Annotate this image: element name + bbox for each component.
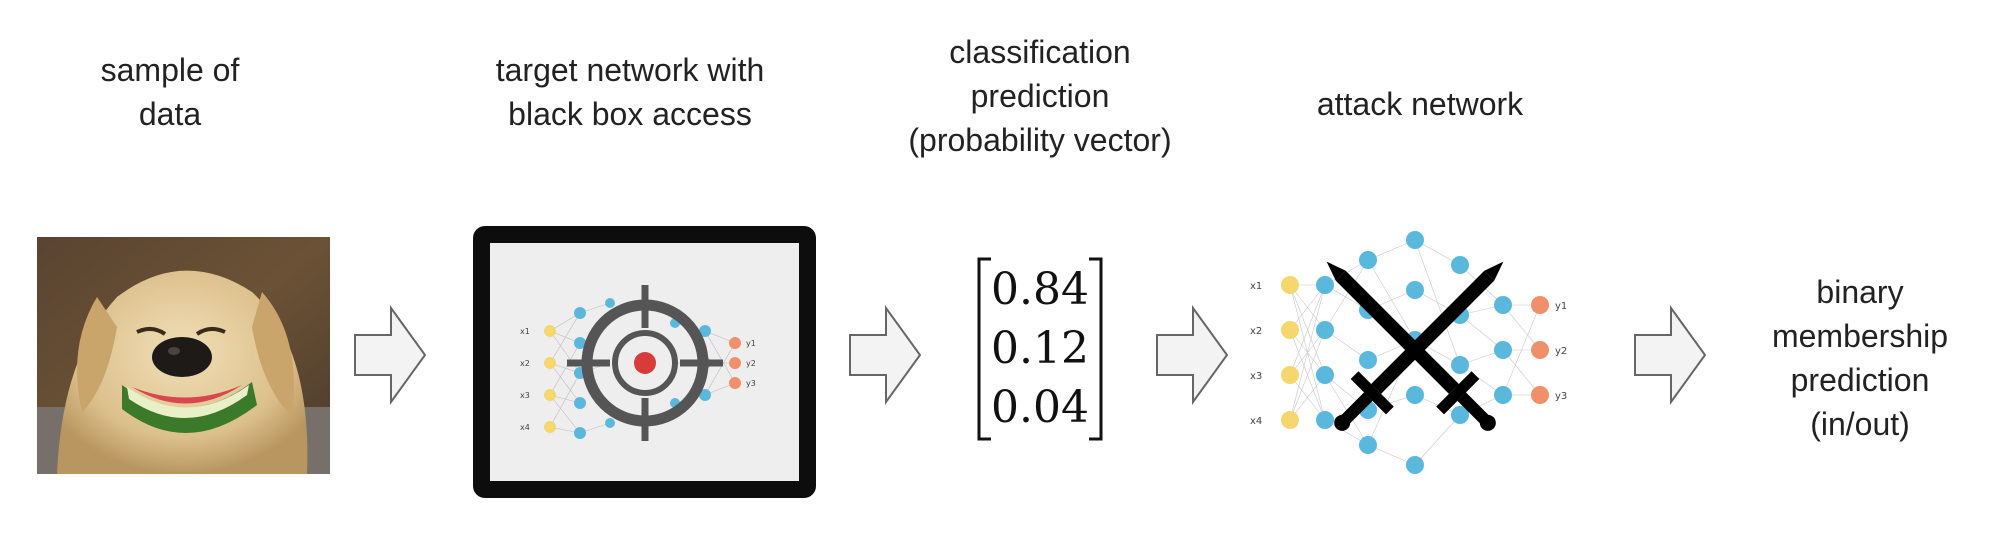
- net-input-label: x4: [520, 423, 530, 432]
- crosshair-icon: [567, 285, 723, 441]
- label-line: data: [138, 96, 202, 132]
- label-sample-of-data: sample of data: [60, 48, 280, 136]
- label-binary-membership-prediction: binary membership prediction (in/out): [1735, 270, 1985, 446]
- label-line: binary: [1816, 274, 1904, 310]
- net-output-label: y2: [746, 359, 756, 368]
- dog-photo: [37, 237, 330, 474]
- label-line: prediction: [1790, 362, 1930, 398]
- attack-output-label: y1: [1555, 301, 1567, 312]
- arrow-right-icon: [354, 305, 427, 405]
- label-line: black box access: [508, 96, 752, 132]
- probability-vector: 0.84 0.12 0.04: [975, 256, 1105, 442]
- label-line: sample of: [100, 52, 240, 88]
- net-input-label: x2: [520, 359, 530, 368]
- probability-value: 0.84: [991, 264, 1089, 315]
- label-line: classification: [949, 34, 1131, 70]
- net-output-label: y1: [746, 339, 756, 348]
- attack-output-label: y2: [1555, 346, 1567, 357]
- arrow-right-icon: [849, 305, 922, 405]
- vector-brackets: [977, 257, 1103, 441]
- attack-input-label: x2: [1250, 326, 1262, 337]
- attack-network: x1 x2 x3 x4 y1 y2 y3: [1250, 231, 1567, 474]
- label-target-network: target network with black box access: [460, 48, 800, 136]
- attack-input-label: x1: [1250, 281, 1262, 292]
- crossed-swords-icon: [1326, 261, 1504, 431]
- label-line: target network with: [495, 52, 765, 88]
- label-line: membership: [1771, 318, 1949, 354]
- label-line: (in/out): [1810, 406, 1910, 442]
- label-line: attack network: [1316, 86, 1524, 122]
- label-classification-prediction: classification prediction (probability v…: [870, 30, 1210, 162]
- label-line: (probability vector): [908, 122, 1172, 158]
- probability-value: 0.04: [991, 382, 1089, 433]
- probability-value: 0.12: [991, 323, 1089, 374]
- net-input-label: x3: [520, 391, 530, 400]
- target-network-black-box: x1 x2 x3 x4 y1 y2 y3: [473, 226, 816, 498]
- attack-output-label: y3: [1555, 391, 1567, 402]
- label-line: prediction: [970, 78, 1110, 114]
- attack-input-label: x3: [1250, 371, 1262, 382]
- target-network-screen: x1 x2 x3 x4 y1 y2 y3: [490, 243, 799, 481]
- label-attack-network: attack network: [1260, 82, 1580, 126]
- attack-input-label: x4: [1250, 416, 1262, 427]
- net-input-label: x1: [520, 327, 530, 336]
- arrow-right-icon: [1634, 305, 1707, 405]
- arrow-right-icon: [1156, 305, 1229, 405]
- net-output-label: y3: [746, 379, 756, 388]
